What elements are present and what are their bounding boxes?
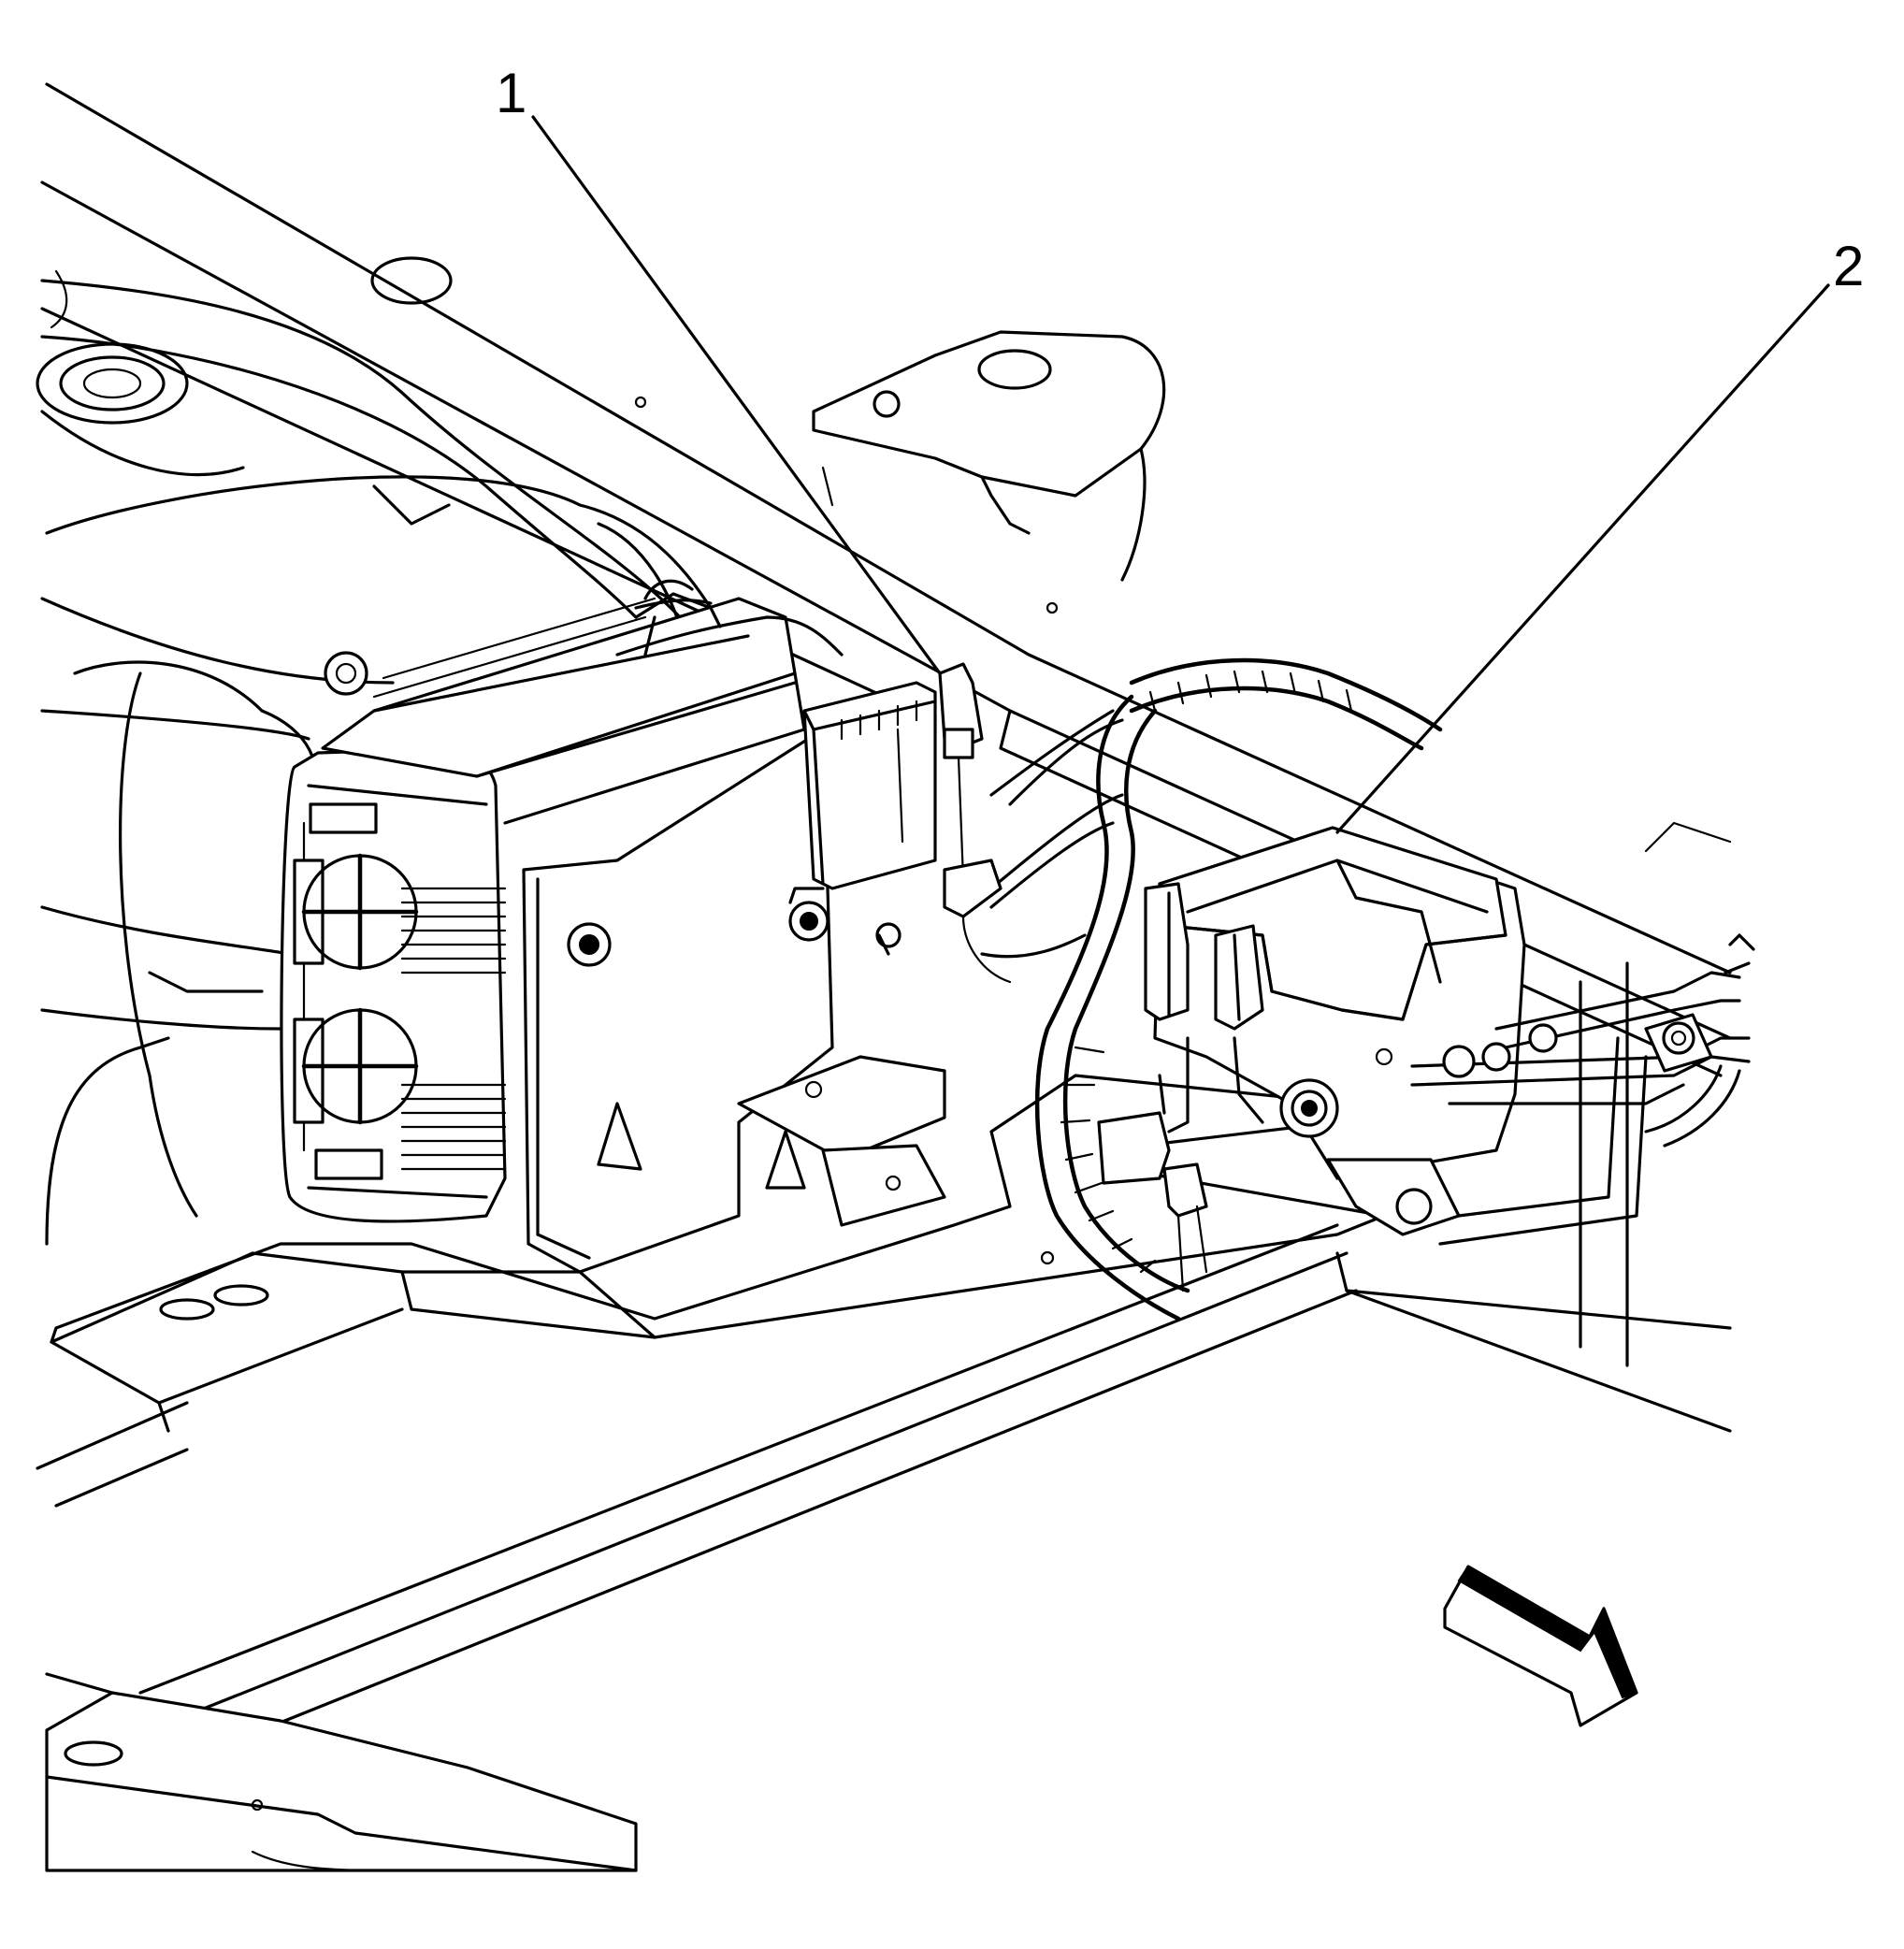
callout-2-label: 2 — [1833, 235, 1864, 297]
forward-direction-arrow-icon — [1443, 1565, 1638, 1727]
upper-bracket — [812, 330, 1166, 582]
fuel-tank — [36, 269, 713, 1246]
wiring-harness — [615, 599, 1443, 1321]
callout-2: 2 — [1335, 235, 1864, 834]
callout-2-leader-line — [1335, 283, 1830, 834]
evap-canister — [280, 579, 806, 1223]
component-1-module — [788, 662, 1087, 984]
callout-1-label: 1 — [496, 62, 526, 124]
canister-bracket — [50, 728, 1386, 1433]
canister-ribs — [400, 887, 507, 1171]
callout-1-leader-line — [531, 115, 942, 675]
callout-1: 1 — [496, 62, 942, 675]
component-2-module — [1097, 826, 1755, 1292]
brake-lines — [1410, 933, 1755, 1148]
lower-frame — [36, 961, 1732, 1872]
